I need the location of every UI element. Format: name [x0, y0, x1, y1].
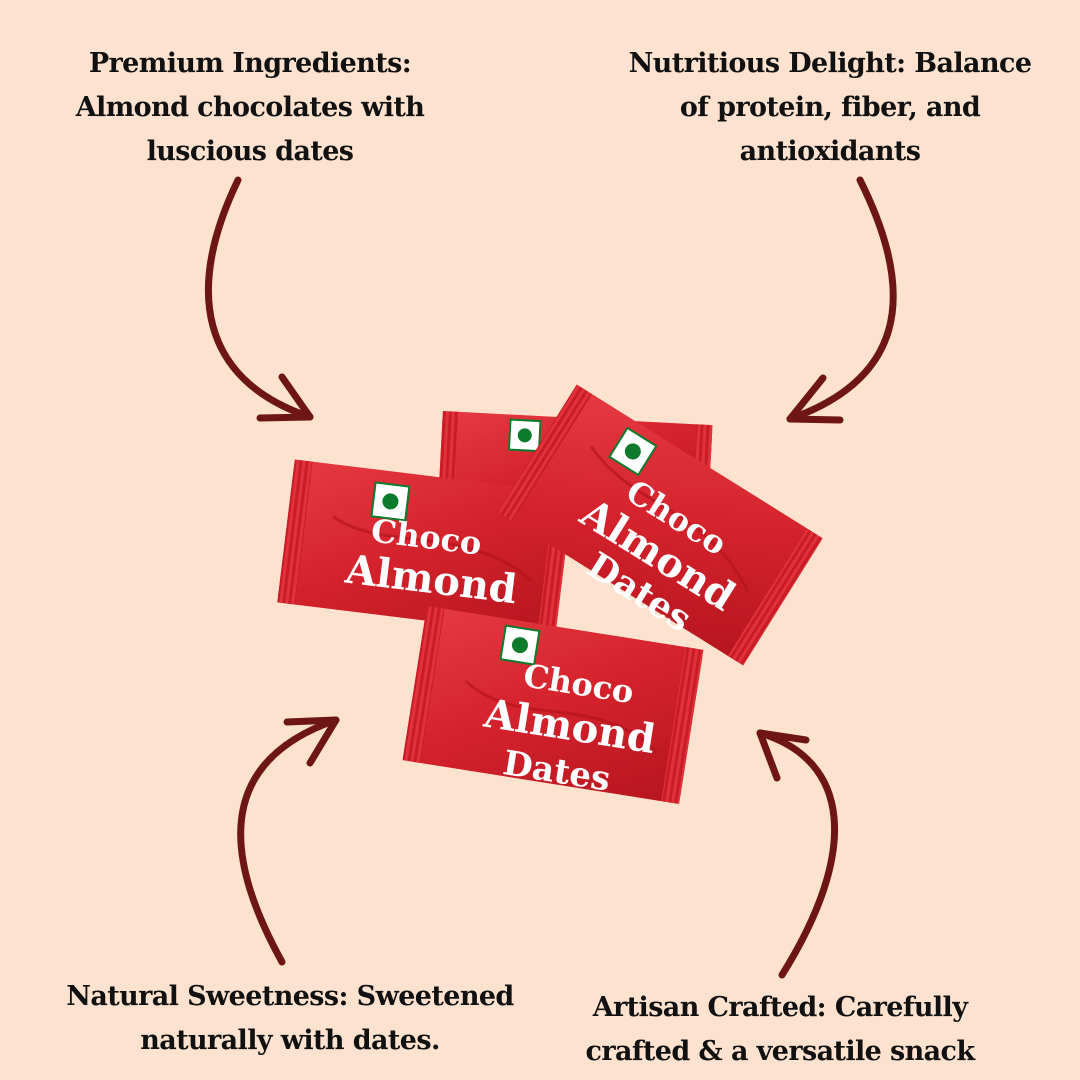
- callout-line: Nutritious Delight: Balance: [628, 48, 1032, 79]
- callout-line: antioxidants: [739, 136, 921, 167]
- callout-natural-sweetness: Natural Sweetness: Sweetened naturally w…: [50, 975, 530, 1063]
- callout-line: luscious dates: [146, 136, 354, 167]
- candy-wrapper-left: Choco Almond: [277, 459, 573, 637]
- arrow-top-right-icon: [786, 176, 897, 424]
- callout-line: Almond chocolates with: [75, 92, 425, 123]
- callout-line: Artisan Crafted: Carefully: [592, 992, 968, 1023]
- callout-artisan-crafted: Artisan Crafted: Carefully crafted & a v…: [565, 986, 995, 1074]
- veg-mark-icon: [507, 418, 542, 453]
- callout-line: of protein, fiber, and: [679, 92, 981, 123]
- callout-line: naturally with dates.: [140, 1025, 440, 1056]
- veg-mark-icon: [608, 426, 658, 477]
- callout-line: crafted & a versatile snack: [585, 1036, 976, 1067]
- candy-wrapper-front: Choco Almond Dates: [402, 606, 704, 804]
- callout-nutritious-delight: Nutritious Delight: Balance of protein, …: [615, 42, 1045, 174]
- callout-line: Premium Ingredients:: [88, 48, 412, 79]
- callout-line: Natural Sweetness: Sweetened: [66, 981, 514, 1012]
- arrow-bottom-left-icon: [237, 716, 340, 966]
- veg-mark-icon: [499, 624, 541, 666]
- arrow-top-left-icon: [204, 176, 314, 422]
- arrow-bottom-right-icon: [756, 729, 838, 979]
- callout-premium-ingredients: Premium Ingredients: Almond chocolates w…: [45, 42, 455, 174]
- candy-wrapper-right: Choco Almond Dates: [497, 384, 823, 666]
- veg-mark-icon: [370, 481, 411, 522]
